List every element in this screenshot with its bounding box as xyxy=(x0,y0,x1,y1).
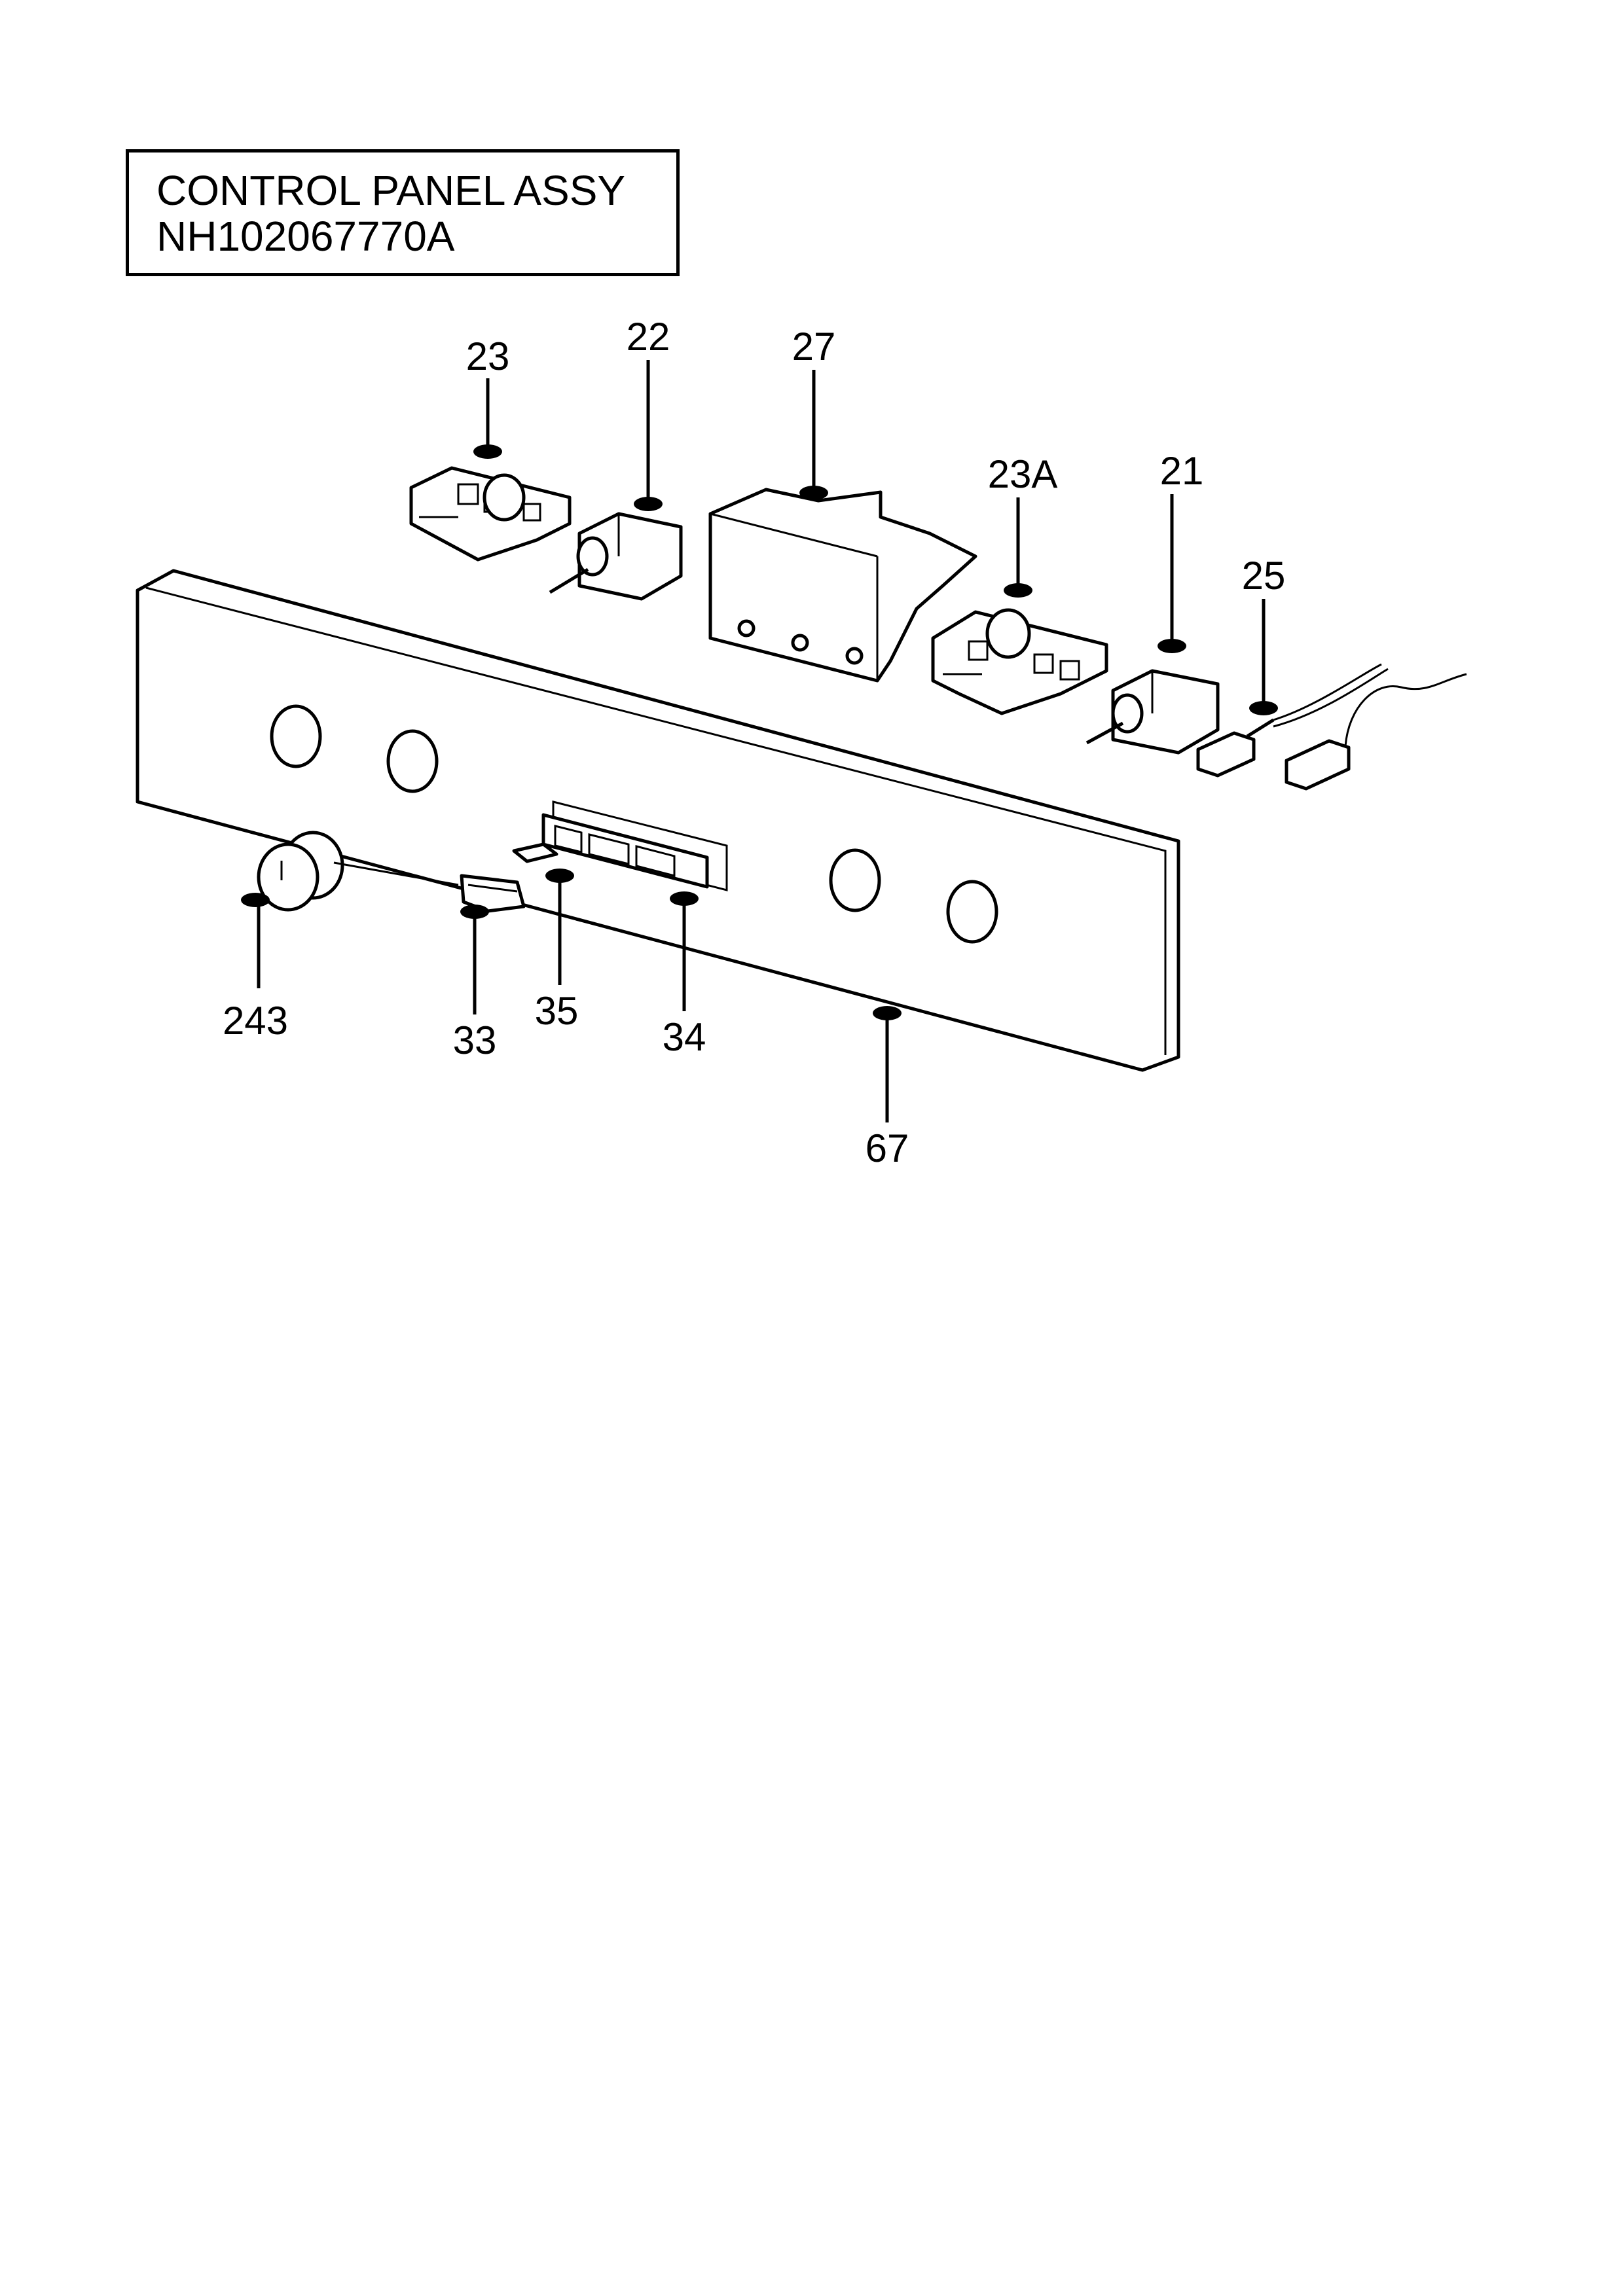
selector-switch-23a xyxy=(931,608,1108,715)
callout-67: 67 xyxy=(866,1126,909,1170)
callout-22: 22 xyxy=(627,315,670,359)
callout-34: 34 xyxy=(663,1015,706,1059)
control-panel-fascia xyxy=(136,569,1180,1072)
axis-line-dashed xyxy=(575,918,662,942)
callout-23a: 23A xyxy=(988,452,1058,496)
leaders xyxy=(241,360,1278,1122)
callout-33: 33 xyxy=(453,1018,497,1062)
clip xyxy=(460,874,526,913)
selector-switch-23 xyxy=(409,466,572,562)
thermostat-22 xyxy=(549,512,683,601)
assembly-part-number: NH102067770A xyxy=(156,213,455,260)
control-knob xyxy=(257,831,344,912)
title-box: CONTROL PANEL ASSY NH102067770A xyxy=(126,149,680,276)
axis-line xyxy=(333,861,459,886)
callout-35: 35 xyxy=(535,989,579,1033)
lamp-holder-with-wires xyxy=(1196,663,1467,791)
callout-23: 23 xyxy=(466,334,510,378)
thermostat-21 xyxy=(1085,669,1220,755)
display-frame xyxy=(541,813,709,889)
callout-27: 27 xyxy=(792,325,836,368)
cover-housing xyxy=(708,488,977,683)
callout-21: 21 xyxy=(1160,449,1204,493)
callout-25: 25 xyxy=(1242,554,1286,598)
callout-243: 243 xyxy=(223,999,288,1043)
light-pipe xyxy=(512,842,558,863)
assembly-title: CONTROL PANEL ASSY xyxy=(156,167,626,214)
